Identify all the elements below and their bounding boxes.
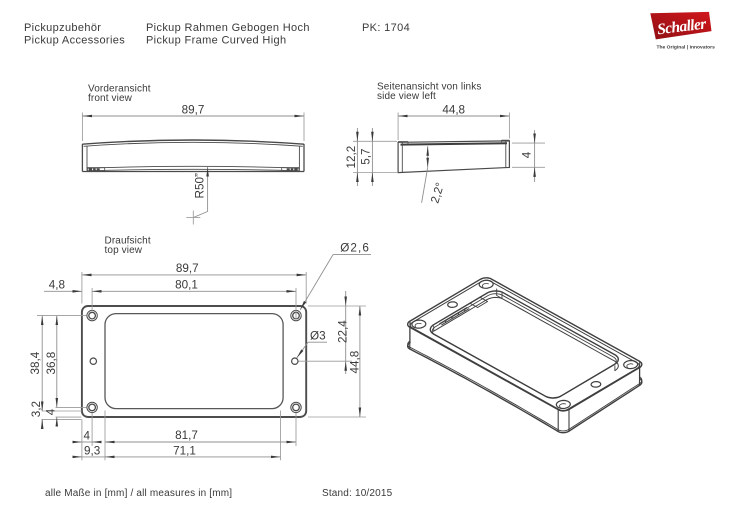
svg-text:top view: top view <box>105 245 143 256</box>
svg-text:front view: front view <box>88 93 133 104</box>
svg-text:Seitenansicht von links: Seitenansicht von links <box>377 81 481 92</box>
svg-text:2,2°: 2,2° <box>428 181 447 205</box>
svg-text:5,7: 5,7 <box>360 149 373 165</box>
svg-text:4: 4 <box>84 430 91 443</box>
svg-text:Vorderansicht: Vorderansicht <box>88 83 151 94</box>
svg-text:4: 4 <box>45 408 58 415</box>
svg-text:PK: 1704: PK: 1704 <box>362 22 410 34</box>
svg-text:89,7: 89,7 <box>176 262 199 275</box>
svg-text:44,8: 44,8 <box>349 351 362 374</box>
svg-text:9,3: 9,3 <box>84 444 100 457</box>
svg-text:Pickup Accessories: Pickup Accessories <box>24 35 125 47</box>
svg-text:44,8: 44,8 <box>442 103 465 116</box>
svg-text:Ø2,6: Ø2,6 <box>340 242 370 255</box>
svg-text:Pickup Rahmen Gebogen Hoch: Pickup Rahmen Gebogen Hoch <box>146 22 310 34</box>
svg-text:22,4: 22,4 <box>337 320 350 343</box>
svg-text:R50”: R50” <box>194 173 207 198</box>
svg-text:12,2: 12,2 <box>345 146 358 169</box>
svg-text:81,7: 81,7 <box>175 429 198 442</box>
svg-text:Schaller: Schaller <box>656 15 708 38</box>
svg-text:side view left: side view left <box>377 91 436 102</box>
svg-text:Pickupzubehör: Pickupzubehör <box>24 22 101 34</box>
svg-text:4: 4 <box>521 151 534 158</box>
svg-text:3,2: 3,2 <box>30 401 43 417</box>
svg-text:71,1: 71,1 <box>173 444 196 457</box>
svg-text:Ø3: Ø3 <box>310 330 326 343</box>
svg-text:The Original | Innovators: The Original | Innovators <box>657 45 716 51</box>
svg-text:Pickup Frame Curved High: Pickup Frame Curved High <box>146 35 286 47</box>
svg-text:89,7: 89,7 <box>182 103 205 116</box>
svg-text:38,4: 38,4 <box>29 351 42 374</box>
svg-text:4,8: 4,8 <box>49 279 65 292</box>
svg-text:36,8: 36,8 <box>45 352 58 375</box>
svg-text:Draufsicht: Draufsicht <box>105 235 151 246</box>
svg-text:80,1: 80,1 <box>175 279 198 292</box>
svg-text:alle Maße in [mm] / all measur: alle Maße in [mm] / all measures in [mm] <box>45 488 232 499</box>
svg-text:Stand: 10/2015: Stand: 10/2015 <box>322 488 393 499</box>
